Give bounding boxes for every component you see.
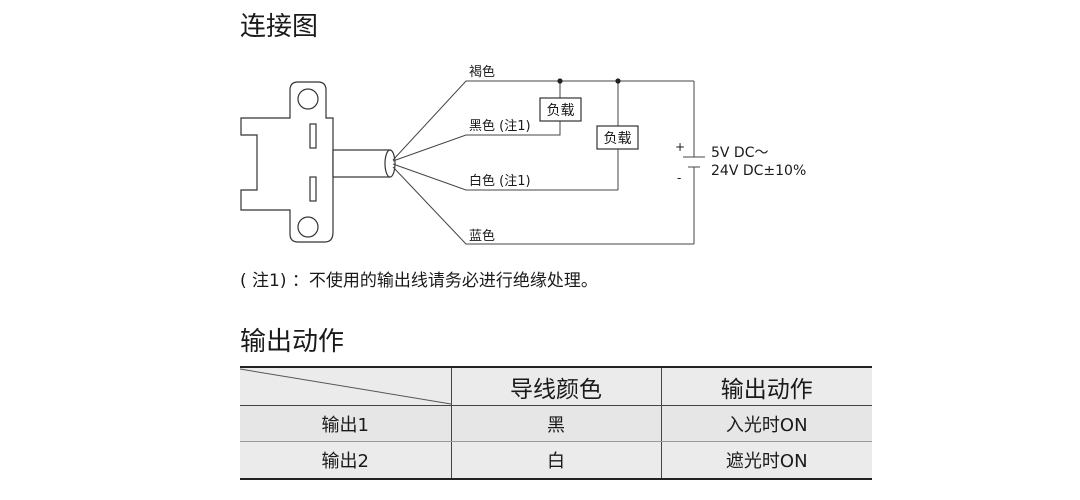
power-minus-sign: - xyxy=(677,171,681,185)
row-output-name: 输出2 xyxy=(240,441,452,480)
power-voltage-line2: 24V DC±10% xyxy=(711,163,806,179)
row-wire-color: 白 xyxy=(451,441,662,480)
load-box-1: 负载 xyxy=(539,97,582,122)
load-label-1: 负载 xyxy=(547,103,575,119)
table-corner-cell xyxy=(240,366,452,406)
table-row: 输出1 黑 入光时ON xyxy=(240,405,872,442)
wire-label-black: 黑色 (注1) xyxy=(469,118,531,134)
power-voltage-line1: 5V DC～ xyxy=(711,145,769,161)
header-output-action: 输出动作 xyxy=(661,366,872,406)
photo-sensor-icon xyxy=(240,81,396,243)
diagonal-divider xyxy=(240,368,451,405)
row-output-name: 输出1 xyxy=(240,405,452,442)
load-label-2: 负载 xyxy=(604,131,632,147)
output-action-table: 导线颜色 输出动作 输出1 黑 入光时ON 输出2 白 遮光时ON xyxy=(240,366,872,480)
load-box-2: 负载 xyxy=(596,125,639,150)
wiring-diagram: 负载 负载 褐色 黑色 (注1) 白色 (注1) 蓝色 + - 5V DC～ 2… xyxy=(240,64,806,245)
table-row: 输出2 白 遮光时ON xyxy=(240,441,872,480)
insulation-note: ( 注1) ：不使用的输出线请务必进行绝缘处理。 xyxy=(240,271,598,291)
row-wire-color: 黑 xyxy=(451,405,662,442)
power-plus-sign: + xyxy=(675,140,685,154)
row-output-action: 遮光时ON xyxy=(661,441,872,480)
wire-label-brown: 褐色 xyxy=(469,64,495,80)
header-wire-color: 导线颜色 xyxy=(451,366,662,406)
connection-diagram-title: 连接图 xyxy=(240,12,319,42)
output-action-title: 输出动作 xyxy=(240,327,345,357)
junction-dot xyxy=(615,78,621,84)
row-output-action: 入光时ON xyxy=(661,405,872,442)
wire-label-white: 白色 (注1) xyxy=(469,173,531,189)
junction-dot xyxy=(557,78,563,84)
table-header-row: 导线颜色 输出动作 xyxy=(240,366,872,406)
wire-label-blue: 蓝色 xyxy=(469,228,495,244)
wire-lines xyxy=(392,80,705,245)
